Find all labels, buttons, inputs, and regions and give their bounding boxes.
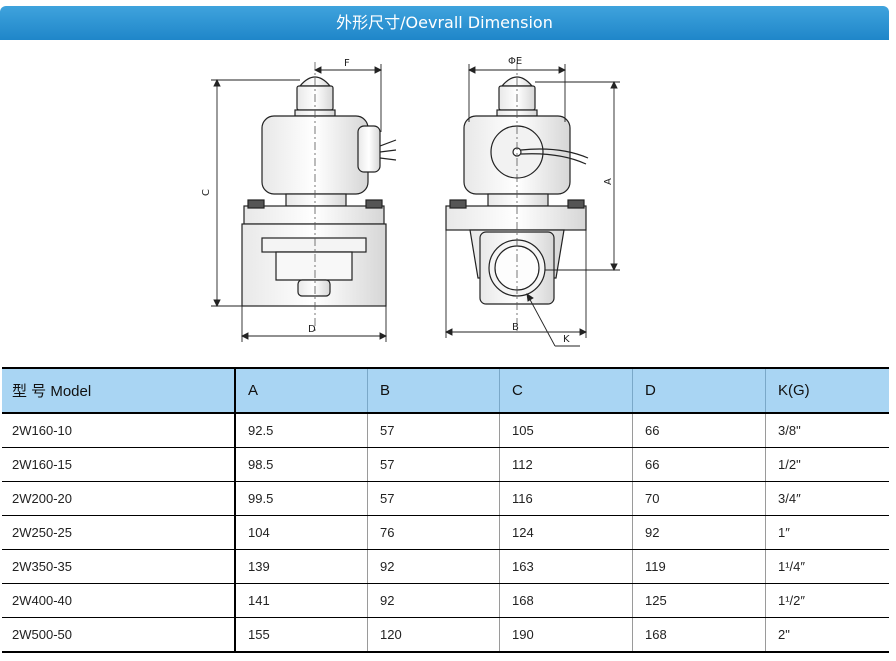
- banner-title: 外形尺寸/Oevrall Dimension: [336, 13, 553, 32]
- cell-d: 168: [632, 617, 766, 653]
- cell-b: 57: [367, 447, 500, 482]
- cell-model: 2W250-25: [2, 515, 235, 550]
- cell-k: 1″: [765, 515, 889, 550]
- header-model: 型 号 Model: [2, 367, 235, 414]
- cell-a: 139: [234, 549, 368, 584]
- header-c: C: [499, 367, 633, 414]
- cell-c: 168: [499, 583, 633, 618]
- table-header-row: 型 号 Model A B C D K(G): [2, 367, 889, 414]
- cell-model: 2W200-20: [2, 481, 235, 516]
- cell-d: 70: [632, 481, 766, 516]
- cell-b: 92: [367, 549, 500, 584]
- cell-b: 76: [367, 515, 500, 550]
- dim-f: [313, 64, 383, 132]
- dim-label-d: D: [308, 324, 316, 335]
- cell-k: 1¹/4″: [765, 549, 889, 584]
- table-row: 2W200-20 99.5 57 116 70 3/4″: [2, 481, 889, 516]
- cell-c: 190: [499, 617, 633, 653]
- cell-d: 66: [632, 413, 766, 448]
- dim-b: [444, 230, 588, 338]
- cell-a: 155: [234, 617, 368, 653]
- table-row: 2W160-15 98.5 57 112 66 1/2": [2, 447, 889, 482]
- dim-c: [211, 78, 300, 308]
- dim-label-b: B: [512, 322, 519, 333]
- cell-b: 92: [367, 583, 500, 618]
- dimension-table: 型 号 Model A B C D K(G) 2W160-10 92.5 57 …: [2, 367, 889, 653]
- cell-model: 2W350-35: [2, 549, 235, 584]
- dimension-drawing: F C D: [0, 42, 896, 360]
- dim-e: [467, 64, 567, 122]
- cell-b: 57: [367, 413, 500, 448]
- dim-a: [535, 80, 620, 272]
- dim-label-k: K: [563, 334, 570, 345]
- table-row: 2W500-50 155 120 190 168 2": [2, 617, 889, 653]
- cell-d: 125: [632, 583, 766, 618]
- header-k: K(G): [765, 367, 889, 414]
- cell-c: 124: [499, 515, 633, 550]
- section-banner: 外形尺寸/Oevrall Dimension: [0, 6, 889, 40]
- cell-d: 92: [632, 515, 766, 550]
- cell-model: 2W400-40: [2, 583, 235, 618]
- header-d: D: [632, 367, 766, 414]
- cell-a: 98.5: [234, 447, 368, 482]
- cell-d: 66: [632, 447, 766, 482]
- dim-d: [240, 306, 388, 342]
- table-row: 2W160-10 92.5 57 105 66 3/8": [2, 413, 889, 448]
- cell-k: 1/2": [765, 447, 889, 482]
- cell-k: 3/8": [765, 413, 889, 448]
- cell-k: 3/4″: [765, 481, 889, 516]
- dim-label-a: A: [603, 178, 614, 185]
- header-b: B: [367, 367, 500, 414]
- table-row: 2W350-35 139 92 163 119 1¹/4″: [2, 549, 889, 584]
- cell-a: 92.5: [234, 413, 368, 448]
- dim-label-c: C: [201, 189, 212, 196]
- front-view: [241, 76, 397, 307]
- cell-model: 2W500-50: [2, 617, 235, 653]
- table-row: 2W400-40 141 92 168 125 1¹/2″: [2, 583, 889, 618]
- valve-drawing-svg: F C D: [201, 56, 620, 347]
- dim-label-f: F: [344, 58, 350, 69]
- cell-b: 57: [367, 481, 500, 516]
- cell-b: 120: [367, 617, 500, 653]
- cell-k: 2": [765, 617, 889, 653]
- cell-c: 116: [499, 481, 633, 516]
- dim-k: [526, 293, 580, 347]
- dim-label-e: ΦE: [508, 56, 522, 67]
- cell-a: 104: [234, 515, 368, 550]
- cell-c: 163: [499, 549, 633, 584]
- cell-d: 119: [632, 549, 766, 584]
- cell-a: 99.5: [234, 481, 368, 516]
- cell-c: 112: [499, 447, 633, 482]
- cell-k: 1¹/2″: [765, 583, 889, 618]
- cell-a: 141: [234, 583, 368, 618]
- cell-model: 2W160-15: [2, 447, 235, 482]
- table-row: 2W250-25 104 76 124 92 1″: [2, 515, 889, 550]
- cell-model: 2W160-10: [2, 413, 235, 448]
- cell-c: 105: [499, 413, 633, 448]
- header-a: A: [234, 367, 368, 414]
